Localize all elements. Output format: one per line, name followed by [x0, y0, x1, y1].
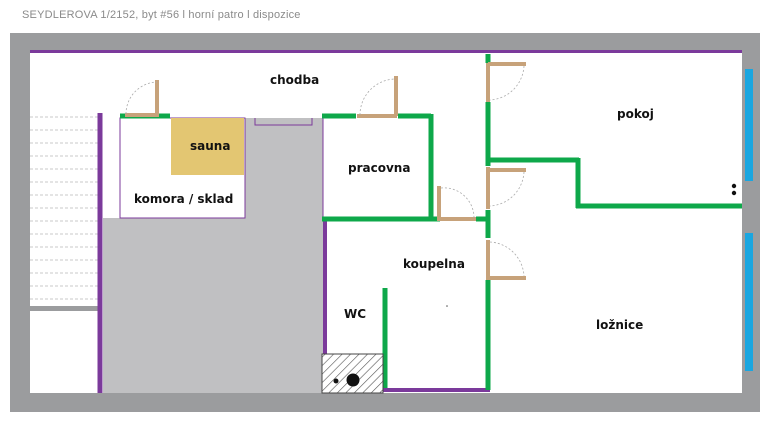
corridor-floor-upper: [245, 118, 323, 218]
wc-drain-large: [346, 373, 360, 387]
room-label-komora: komora / sklad: [134, 192, 233, 206]
sauna-room: [171, 118, 244, 175]
window-loznice: [745, 233, 753, 371]
room-label-pokoj: pokoj: [617, 107, 654, 121]
plan-title: SEYDLEROVA 1/2152, byt #56 l horní patro…: [22, 9, 301, 21]
wc-fixture: [321, 353, 384, 394]
door-chodba-pokoj: [486, 62, 526, 102]
window-pokoj: [745, 69, 753, 181]
room-label-koupelna: koupelna: [403, 257, 465, 271]
wc-drain-small: [333, 378, 339, 384]
staircase: [30, 116, 98, 300]
room-label-pracovna: pracovna: [348, 161, 410, 175]
corridor-niche: [254, 118, 313, 126]
door-pracovna: [357, 76, 398, 118]
corridor-floor-lower: [103, 218, 323, 393]
pokoj-socket-top: [731, 183, 737, 189]
room-label-sauna: sauna: [190, 139, 230, 153]
koupelna-mark: [446, 305, 448, 307]
door-komora: [125, 80, 159, 117]
pokoj-socket-bottom: [731, 190, 737, 196]
stair-landing: [30, 306, 98, 311]
door-pokoj: [486, 167, 526, 209]
green-walls: [120, 54, 742, 390]
door-loznice: [486, 240, 526, 280]
room-label-chodba: chodba: [270, 73, 319, 87]
room-label-wc: WC: [344, 307, 366, 321]
door-koupelna-corridor: [437, 186, 476, 221]
room-label-loznice: ložnice: [596, 318, 643, 332]
